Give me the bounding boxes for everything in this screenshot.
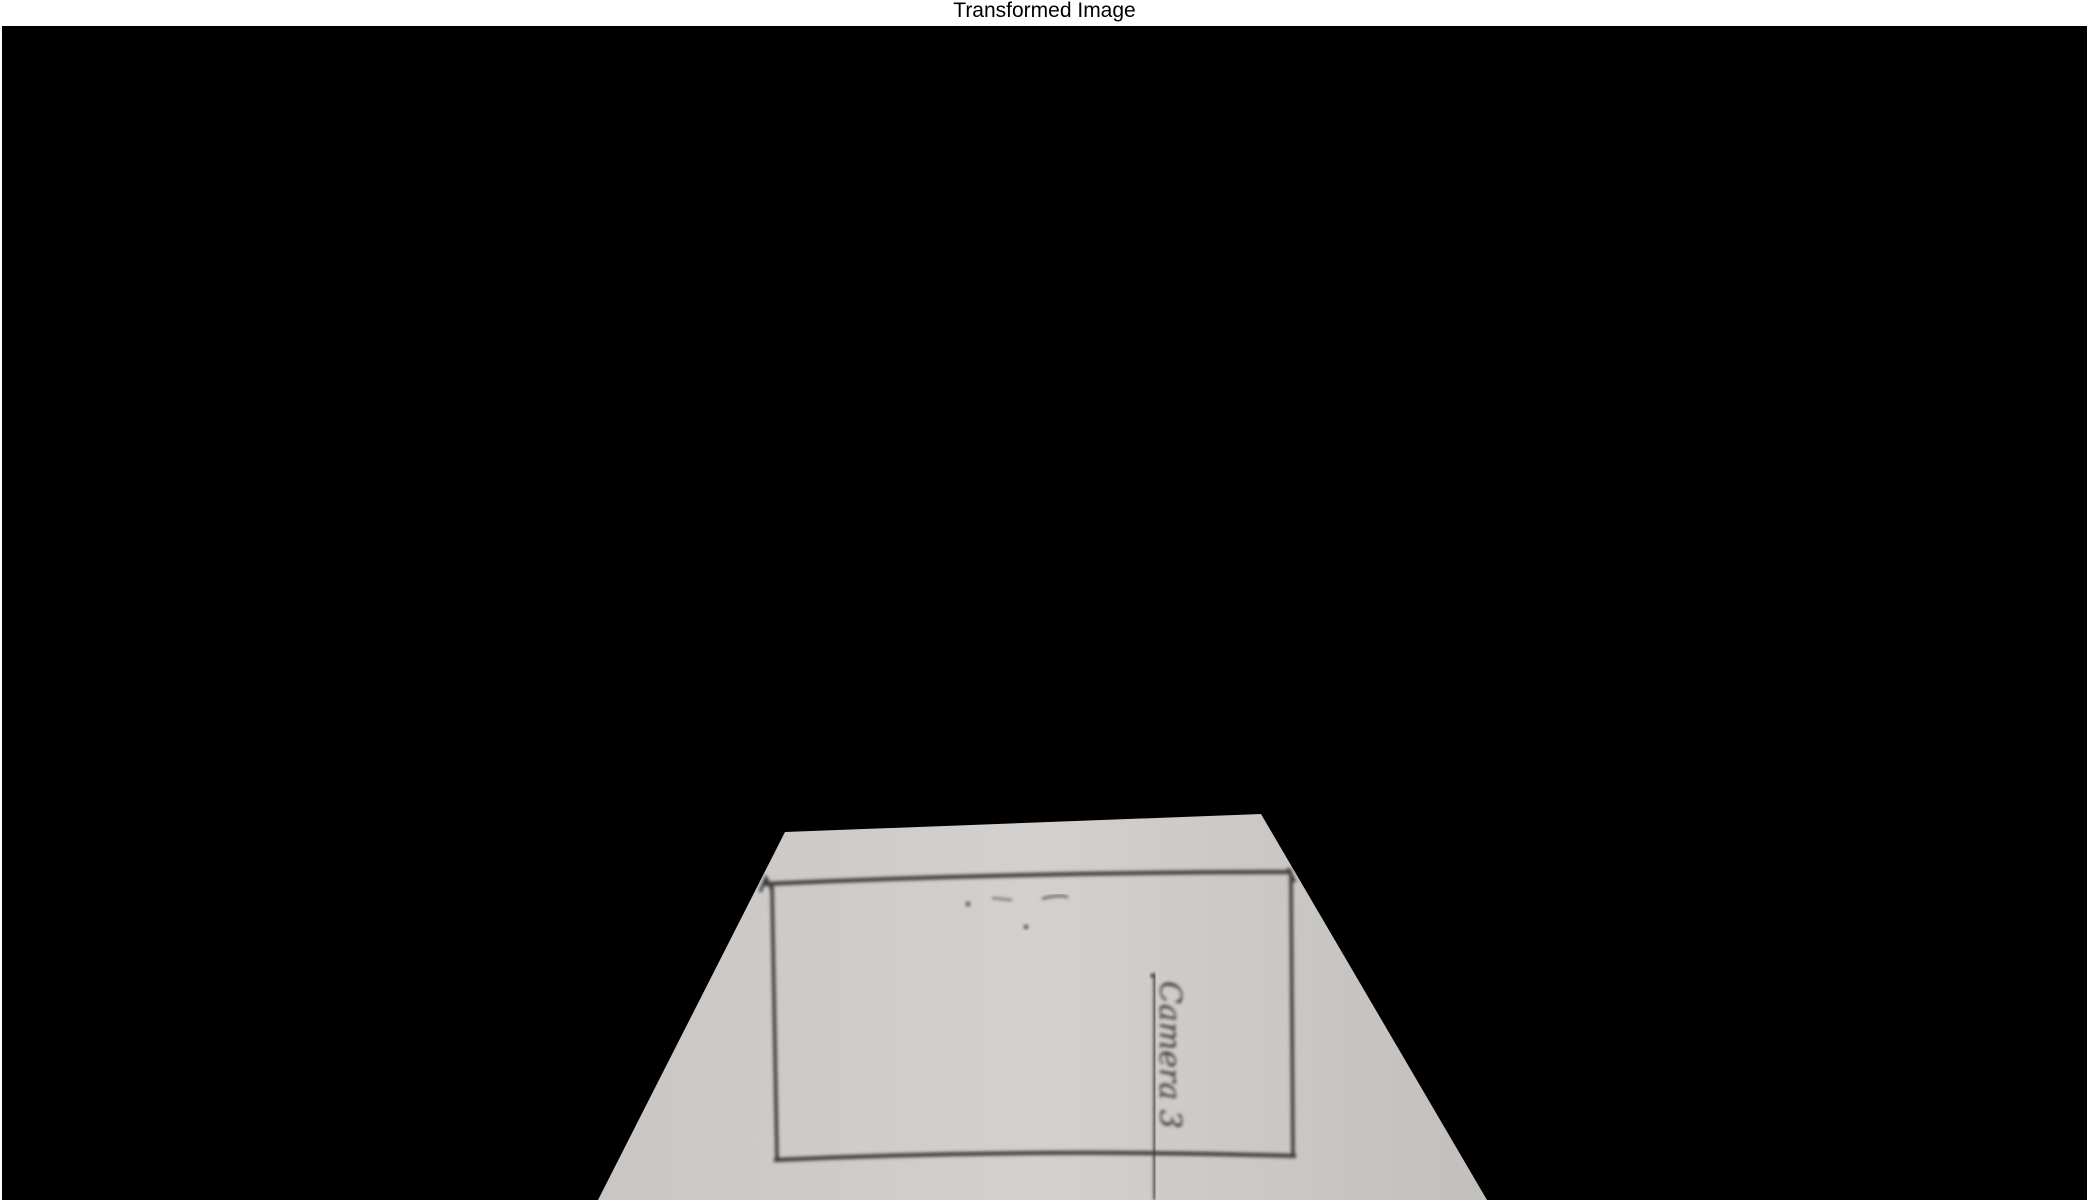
paper-sheet: [598, 814, 1487, 1200]
figure-title: Transformed Image: [953, 0, 1136, 22]
ink-marks: [965, 894, 1069, 930]
drawn-rectangle: [758, 867, 1297, 1162]
handwritten-label: Camera 3: [1152, 981, 1187, 1129]
camera-label-line: [1149, 973, 1157, 1200]
transformed-image: Camera 3: [2, 26, 2087, 1200]
warped-photo: Camera 3: [598, 814, 1487, 1200]
